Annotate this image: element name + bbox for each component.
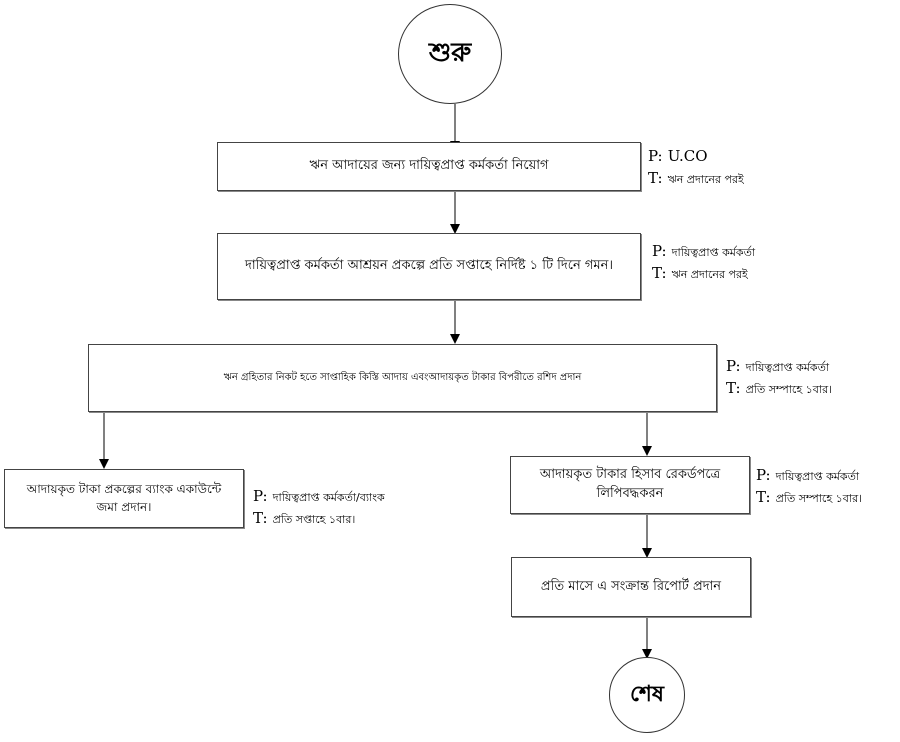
step-2-box: দায়িত্বপ্রাপ্ত কর্মকর্তা আশ্রয়ন প্রকল্… — [217, 233, 641, 300]
step-4-person: দায়িত্বপ্রাপ্ত কর্মকর্তা/ব্যাংক — [272, 491, 385, 504]
step-3-person: দায়িত্বপ্রাপ্ত কর্মকর্তা — [745, 361, 830, 374]
step-5-note: P: দায়িত্বপ্রাপ্ত কর্মকর্তা T: প্রতি সম… — [756, 466, 863, 506]
step-1-person: U.CO — [667, 147, 708, 165]
step-4-box: আদায়কৃত টাকা প্রকল্পের ব্যাংক একাউন্টে … — [4, 469, 244, 528]
step-2-note: P: দায়িত্বপ্রাপ্ত কর্মকর্তা T: ঋন প্রদা… — [652, 242, 756, 282]
step-3-text: ঋন গ্রহিতার নিকট হতে সাপ্তাহিক কিস্তি আদ… — [223, 371, 582, 383]
step-2-person: দায়িত্বপ্রাপ্ত কর্মকর্তা — [671, 246, 756, 259]
start-node: শুরু — [398, 4, 502, 104]
step-1-time: ঋন প্রদানের পরই — [667, 172, 744, 186]
end-label: শেষ — [629, 681, 665, 707]
end-node: শেষ — [609, 657, 685, 733]
step-4-note: P: দায়িত্বপ্রাপ্ত কর্মকর্তা/ব্যাংক T: প… — [253, 487, 385, 527]
step-3-box: ঋন গ্রহিতার নিকট হতে সাপ্তাহিক কিস্তি আদ… — [88, 344, 717, 412]
step-3-time: প্রতি সম্পাহে ১বার। — [745, 382, 833, 396]
step-1-text: ঋন আদায়ের জন্য দায়িত্বপ্রাপ্ত কর্মকর্ত… — [309, 158, 549, 174]
step-5-text: আদায়কৃত টাকার হিসাব রেকর্ডপত্রে লিপিবদ্… — [539, 467, 721, 501]
step-5-box: আদায়কৃত টাকার হিসাব রেকর্ডপত্রে লিপিবদ্… — [510, 456, 750, 514]
step-4-time: প্রতি সপ্তাহে ১বার। — [272, 512, 356, 526]
step-5-time: প্রতি সম্পাহে ১বার। — [775, 491, 863, 505]
step-5-person: দায়িত্বপ্রাপ্ত কর্মকর্তা — [775, 470, 860, 483]
step-6-box: প্রতি মাসে এ সংক্রান্ত রিপোর্ট প্রদান — [511, 557, 751, 617]
step-1-note: P: U.CO T: ঋন প্রদানের পরই — [648, 147, 744, 187]
step-1-box: ঋন আদায়ের জন্য দায়িত্বপ্রাপ্ত কর্মকর্ত… — [217, 142, 641, 191]
step-3-note: P: দায়িত্বপ্রাপ্ত কর্মকর্তা T: প্রতি সম… — [726, 357, 833, 397]
step-2-text: দায়িত্বপ্রাপ্ত কর্মকর্তা আশ্রয়ন প্রকল্… — [245, 258, 613, 274]
step-6-text: প্রতি মাসে এ সংক্রান্ত রিপোর্ট প্রদান — [540, 578, 722, 594]
step-4-text: আদায়কৃত টাকা প্রকল্পের ব্যাংক একাউন্টে … — [26, 482, 222, 514]
start-label: শুরু — [428, 38, 472, 68]
step-2-time: ঋন প্রদানের পরই — [671, 267, 748, 281]
